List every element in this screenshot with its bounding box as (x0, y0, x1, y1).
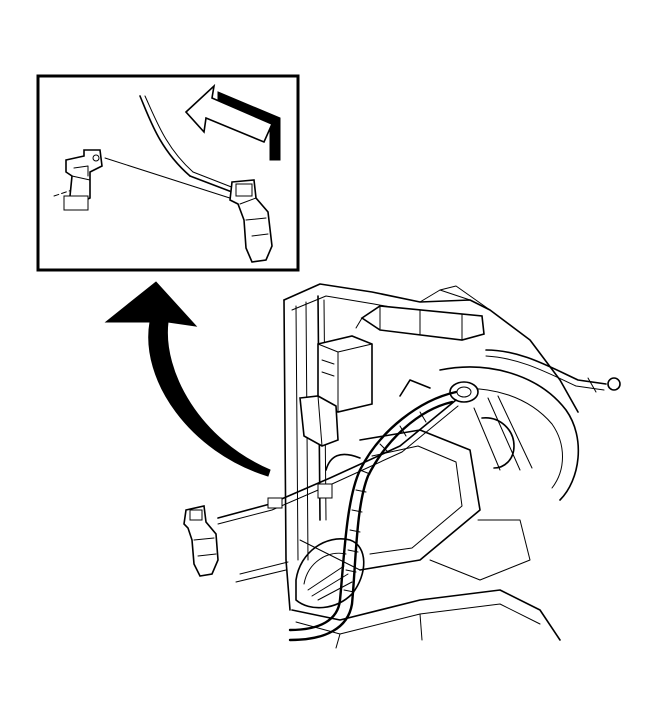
curved-callout-arrow-icon (104, 281, 271, 477)
wiring-harness-conduit (288, 379, 458, 642)
detail-bracket (63, 149, 103, 211)
detail-cable (53, 95, 237, 201)
detail-callout-box (36, 74, 300, 272)
body-structure (235, 283, 621, 649)
cable-end-fitting (267, 483, 333, 509)
direction-arrow-icon (184, 83, 281, 161)
detail-release-handle (229, 179, 273, 263)
release-handle (183, 505, 219, 577)
